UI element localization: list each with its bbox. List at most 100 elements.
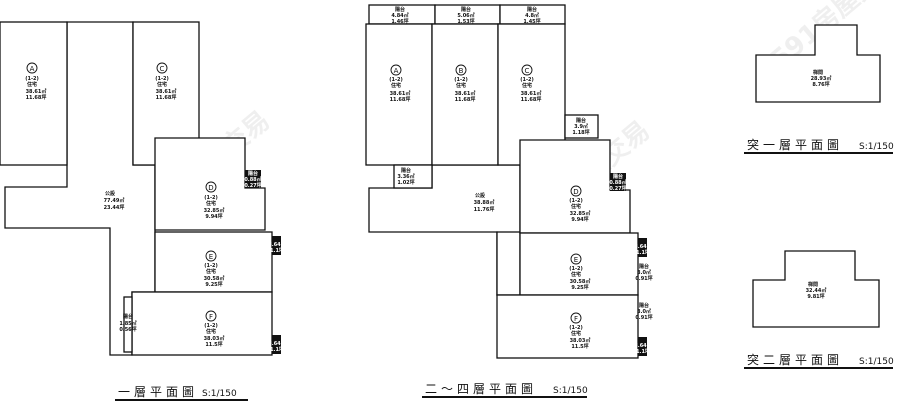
unit-d-label: D (1-2) 住宅 32.85㎡ 9.94坪	[204, 181, 225, 220]
floor1-units-1-id: C	[160, 65, 165, 73]
floor2-balconies-7-use: 陽台	[639, 263, 649, 270]
floor1-units-2-sqm: 32.85㎡	[204, 207, 225, 214]
floor2-units-3-use: 住宅	[571, 203, 581, 210]
unit-e-label: E (1-2) 住宅 30.58㎡ 9.25坪	[569, 253, 591, 291]
floor1-balconies-0-use: 陽台	[248, 170, 258, 177]
floor1-units-1-code: (1-2)	[155, 76, 169, 82]
floor1-common-ping: 23.44坪	[104, 204, 125, 211]
floor1-balconies-2-ping: 0.56坪	[119, 326, 136, 333]
plan-line	[570, 185, 582, 197]
floor2-units-5-code: (1-2)	[569, 325, 583, 331]
floor1-common-sqm: 77.49㎡	[104, 197, 125, 204]
plan-line	[205, 310, 217, 322]
floor2-balconies-4-use: 陽台	[401, 167, 411, 174]
floor2-common-use: 公設	[475, 192, 486, 199]
floor2-units-2-sqm: 38.61㎡	[521, 90, 542, 97]
plan-line	[570, 312, 582, 324]
unit-f	[496, 294, 639, 359]
floor-2-4-plan: A (1-2) 住宅 38.61㎡ 11.68坪 B (1-2) 住宅 38.6…	[365, 4, 653, 398]
floor2-balconies-0-sqm: 4.84㎡	[391, 12, 408, 19]
floor1-units-2-ping: 9.94坪	[205, 213, 222, 220]
common-area-label: 公設 38.88㎡ 11.76坪	[474, 192, 495, 213]
balcony	[272, 236, 281, 255]
roof2-use: 梯間	[808, 281, 818, 288]
floor2-units-3-ping: 9.94坪	[571, 216, 588, 223]
floor1-units-0-sqm: 38.61㎡	[26, 88, 47, 95]
floor1-balconies-0-sqm: 0.88㎡	[244, 176, 261, 183]
floor1-units-2-id: D	[208, 184, 213, 192]
floor1-units-3-ping: 9.25坪	[205, 281, 222, 288]
floor1-units-3-use: 住宅	[206, 268, 216, 275]
unit-f-label: F (1-2) 住宅 38.03㎡ 11.5坪	[569, 312, 591, 350]
floor1-units-4-ping: 11.5坪	[205, 341, 222, 348]
floor2-units-2-code: (1-2)	[520, 77, 534, 83]
roof-1-title: 突一層平面圖	[747, 137, 843, 152]
unit-f-label: F (1-2) 住宅 38.03㎡ 11.5坪	[204, 310, 225, 348]
floor1-balconies-1-sqm: 3.64㎡	[268, 241, 285, 248]
plan-line	[455, 64, 467, 76]
floor2-balconies-3-sqm: 3.9㎡	[574, 123, 588, 130]
floor1-units-1-use: 住宅	[157, 81, 167, 88]
floor2-units-0-code: (1-2)	[389, 77, 403, 83]
floor1-units-4-id: F	[209, 313, 213, 321]
roof-1-scale: S:1/150	[859, 142, 894, 152]
floor1-units-1-ping: 11.68坪	[156, 94, 177, 101]
floor2-units-5-id: F	[574, 315, 578, 323]
balcony	[272, 335, 281, 354]
unit-c-label: C (1-2) 住宅 38.61㎡ 11.68坪	[520, 64, 542, 103]
plan-line	[570, 253, 582, 265]
roof-2-scale: S:1/150	[859, 357, 894, 367]
floor1-balconies-1-ping: 1.1坪	[270, 247, 284, 254]
floor2-common-ping: 11.76坪	[474, 206, 495, 213]
floor2-units-3-sqm: 32.85㎡	[570, 210, 591, 217]
balcony	[610, 173, 626, 191]
floor2-units-1-ping: 11.68坪	[455, 96, 476, 103]
floor2-units-4-code: (1-2)	[569, 266, 583, 272]
plan-line	[205, 250, 217, 262]
floor2-units-0-sqm: 38.61㎡	[390, 90, 411, 97]
unit-a-label: A (1-2) 住宅 38.61㎡ 11.68坪	[25, 62, 47, 101]
floor1-units-2-code: (1-2)	[204, 195, 218, 201]
balcony	[123, 296, 133, 353]
roof2-ping: 9.81坪	[807, 293, 824, 300]
floor2-units-5-use: 住宅	[571, 330, 581, 337]
floor2-balconies-0-use: 陽台	[395, 6, 405, 13]
floor1-units-0-ping: 11.68坪	[26, 94, 47, 101]
unit-a	[0, 21, 68, 166]
floor2-balconies-3-ping: 1.18坪	[572, 129, 589, 136]
balcony	[638, 337, 647, 356]
floor2-units-4-sqm: 30.58㎡	[570, 278, 591, 285]
floor-2-4-scale: S:1/150	[553, 386, 588, 396]
unit-d-label: D (1-2) 住宅 32.85㎡ 9.94坪	[569, 185, 591, 223]
unit-a	[365, 23, 433, 166]
balcony	[393, 164, 433, 189]
floor2-balconies-7-sqm: 3.0㎡	[637, 269, 651, 276]
floor1-units-3-id: E	[209, 253, 213, 261]
floor2-balconies-8-ping: 0.91坪	[635, 314, 652, 321]
floor1-units-4-sqm: 38.03㎡	[204, 335, 225, 342]
balcony-labels: 陽台 0.88㎡ 0.27坪 3.64㎡ 1.1坪 陽台 1.85㎡ 0.56坪…	[119, 170, 285, 353]
balcony	[638, 238, 647, 257]
unit-b	[431, 23, 499, 166]
floor2-balconies-2-sqm: 4.8㎡	[525, 12, 539, 19]
floor2-units-5-sqm: 38.03㎡	[570, 337, 591, 344]
floor2-balconies-8-sqm: 3.0㎡	[637, 308, 651, 315]
balcony	[564, 114, 599, 139]
floor2-balconies-5-sqm: 0.88㎡	[609, 179, 626, 186]
roof1-use: 梯間	[813, 69, 823, 76]
floor2-balconies-5-ping: 0.27坪	[609, 185, 626, 192]
floor2-balconies-9-sqm: 3.64㎡	[634, 342, 651, 349]
floor1-units-0-use: 住宅	[27, 81, 37, 88]
floor1-units-4-use: 住宅	[206, 328, 216, 335]
stair-room	[755, 24, 881, 103]
floor2-units-3-id: D	[573, 188, 578, 196]
floor1-balconies-3-ping: 1.1坪	[270, 346, 284, 353]
floor2-units-4-id: E	[574, 256, 578, 264]
roof-2-plan: 梯間 32.44㎡ 9.81坪 突二層平面圖 S:1/150	[744, 250, 894, 369]
floor2-units-2-ping: 11.68坪	[521, 96, 542, 103]
stair-room	[752, 250, 880, 328]
floor1-units-0-id: A	[30, 65, 35, 73]
plan-line	[496, 231, 521, 296]
floor1-units-0-code: (1-2)	[25, 76, 39, 82]
floor1-balconies-0-ping: 0.27坪	[244, 182, 261, 189]
